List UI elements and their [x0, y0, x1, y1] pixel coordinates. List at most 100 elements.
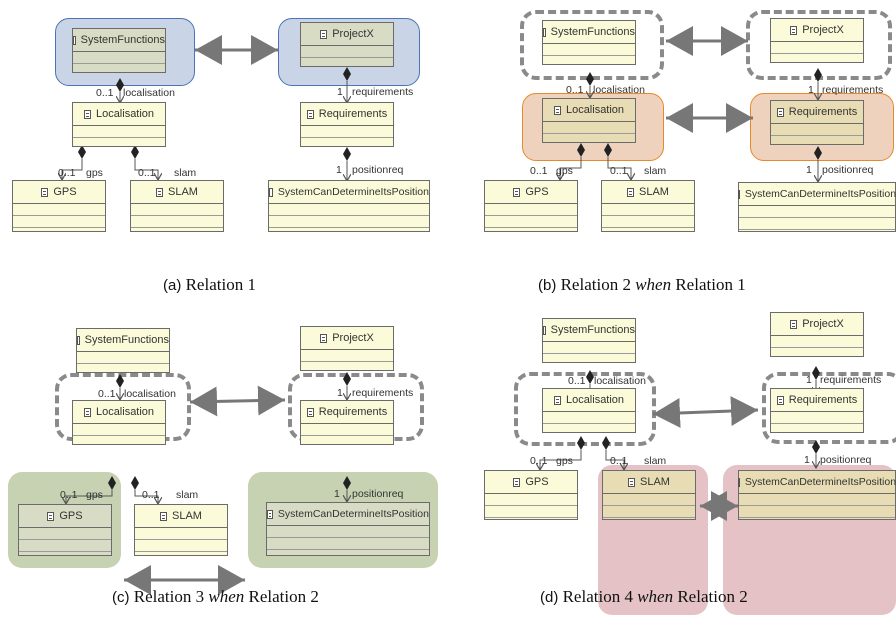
class-system-functions[interactable]: SystemFunctions	[542, 20, 636, 65]
class-name: Requirements	[318, 406, 388, 418]
class-icon	[628, 477, 636, 487]
class-requirements[interactable]: Requirements	[770, 100, 864, 145]
mult-requirements: 1	[808, 84, 814, 96]
connectors-d	[448, 366, 820, 521]
class-icon	[543, 325, 546, 335]
mult-gps: 0..1	[58, 167, 76, 179]
class-icon	[77, 335, 80, 345]
class-project-x[interactable]: ProjectX	[770, 312, 864, 357]
role-requirements: requirements	[820, 374, 882, 386]
class-gps[interactable]: GPS	[12, 180, 106, 232]
class-project-x[interactable]: ProjectX	[770, 18, 864, 63]
role-positionreq: positionreq	[820, 454, 872, 466]
connectors-b	[448, 26, 822, 310]
class-name: GPS	[59, 510, 83, 522]
class-icon	[553, 395, 561, 405]
class-name: GPS	[525, 186, 549, 198]
class-icon	[267, 509, 273, 519]
role-localisation: localisation	[594, 375, 646, 387]
mult-slam: 0..1	[610, 165, 628, 177]
role-gps: gps	[86, 167, 103, 179]
connectors-a	[0, 35, 351, 310]
class-icon	[160, 511, 168, 521]
class-name: GPS	[53, 186, 77, 198]
class-name: Localisation	[565, 104, 625, 116]
class-requirements[interactable]: Requirements	[770, 388, 864, 433]
class-name: ProjectX	[332, 332, 374, 344]
mult-positionreq: 1	[334, 488, 340, 500]
class-name: SLAM	[640, 476, 670, 488]
class-name: ProjectX	[802, 318, 844, 330]
role-slam: slam	[174, 167, 197, 179]
class-icon	[156, 187, 164, 197]
class-icon	[73, 35, 76, 45]
class-icon	[790, 25, 798, 35]
class-position[interactable]: SystemCanDetermineItsPosition	[266, 502, 430, 556]
role-slam: slam	[176, 489, 199, 501]
mult-slam: 0..1	[138, 167, 156, 179]
mult-localisation: 0..1	[98, 388, 116, 400]
class-icon	[306, 109, 314, 119]
class-icon	[83, 407, 91, 417]
class-name: SystemFunctions	[550, 324, 635, 336]
class-slam[interactable]: SLAM	[134, 504, 228, 556]
dashed-requirements	[762, 372, 896, 444]
role-requirements: requirements	[822, 84, 884, 96]
class-requirements[interactable]: Requirements	[300, 400, 394, 445]
class-name: SystemCanDetermineItsPosition	[277, 186, 429, 198]
role-gps: gps	[556, 455, 573, 467]
class-icon	[737, 477, 740, 487]
class-position[interactable]: SystemCanDetermineItsPosition	[268, 180, 430, 232]
class-name: SystemFunctions	[550, 26, 635, 38]
role-positionreq: positionreq	[352, 164, 404, 176]
class-system-functions[interactable]: SystemFunctions	[542, 318, 636, 363]
role-requirements: requirements	[352, 86, 414, 98]
panel-d: SystemFunctions ProjectX Localisation Re…	[448, 310, 896, 615]
caption-a: (a) Relation 1	[163, 275, 256, 294]
class-icon	[306, 407, 314, 417]
class-position[interactable]: SystemCanDetermineItsPosition	[737, 470, 896, 520]
class-localisation[interactable]: Localisation	[542, 98, 636, 143]
class-localisation[interactable]: Localisation	[72, 400, 166, 445]
class-system-functions[interactable]: SystemFunctions	[76, 328, 170, 373]
role-positionreq: positionreq	[352, 488, 404, 500]
caption-b: (b) Relation 2 when Relation 1	[538, 275, 746, 294]
class-requirements[interactable]: Requirements	[300, 102, 394, 147]
class-gps[interactable]: GPS	[484, 470, 578, 520]
mult-positionreq: 1	[336, 164, 342, 176]
class-project-x[interactable]: ProjectX	[300, 22, 394, 67]
panel-c: SystemFunctions ProjectX Localisation Re…	[0, 310, 448, 615]
class-slam[interactable]: SLAM	[130, 180, 224, 232]
mult-slam: 0..1	[142, 489, 160, 501]
panel-b: SystemFunctions ProjectX Localisation Re…	[448, 0, 896, 310]
class-name: Localisation	[565, 394, 625, 406]
role-requirements: requirements	[352, 387, 414, 399]
class-icon	[47, 511, 55, 521]
class-name: GPS	[525, 476, 549, 488]
class-name: SystemCanDetermineItsPosition	[277, 508, 429, 520]
mult-positionreq: 1	[804, 454, 810, 466]
class-name: SLAM	[172, 510, 202, 522]
class-slam[interactable]: SLAM	[601, 180, 695, 232]
class-icon	[41, 187, 49, 197]
mult-localisation: 0..1	[568, 375, 586, 387]
class-slam[interactable]: SLAM	[602, 470, 696, 520]
class-icon	[513, 187, 521, 197]
connectors-c	[0, 372, 351, 595]
role-positionreq: positionreq	[822, 164, 874, 176]
mult-requirements: 1	[337, 387, 343, 399]
class-position[interactable]: SystemCanDetermineItsPosition	[737, 182, 896, 232]
class-icon	[627, 187, 635, 197]
mult-positionreq: 1	[806, 164, 812, 176]
class-name: Requirements	[788, 106, 858, 118]
class-localisation[interactable]: Localisation	[72, 102, 166, 147]
mult-gps: 0..1	[530, 165, 548, 177]
class-gps[interactable]: GPS	[484, 180, 578, 232]
class-gps[interactable]: GPS	[18, 504, 112, 556]
class-name: SystemFunctions	[80, 34, 165, 46]
class-localisation[interactable]: Localisation	[542, 388, 636, 433]
role-slam: slam	[644, 455, 667, 467]
class-project-x[interactable]: ProjectX	[300, 326, 394, 371]
class-name: ProjectX	[802, 24, 844, 36]
class-system-functions[interactable]: SystemFunctions	[72, 28, 166, 73]
